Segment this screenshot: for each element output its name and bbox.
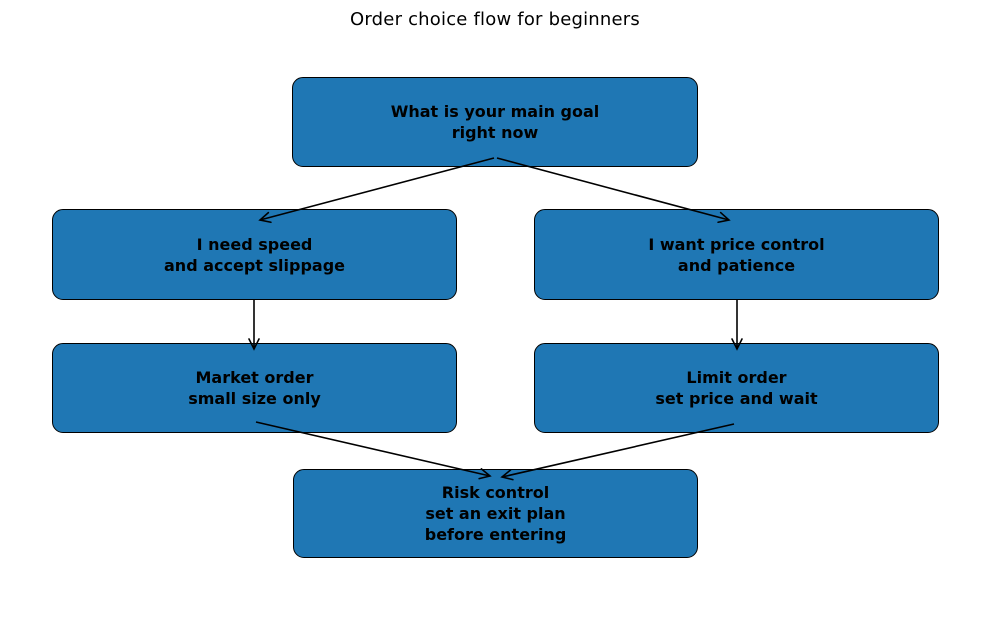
node-risk-control: Risk control set an exit plan before ent… bbox=[293, 469, 698, 558]
node-price-control-label: I want price control and patience bbox=[648, 234, 825, 275]
node-limit-order: Limit order set price and wait bbox=[534, 343, 939, 433]
node-need-speed: I need speed and accept slippage bbox=[52, 209, 457, 300]
node-market-order: Market order small size only bbox=[52, 343, 457, 433]
node-goal-label: What is your main goal right now bbox=[390, 102, 600, 142]
node-market-order-label: Market order small size only bbox=[188, 368, 321, 408]
node-risk-control-label: Risk control set an exit plan before ent… bbox=[424, 483, 567, 544]
node-need-speed-label: I need speed and accept slippage bbox=[164, 234, 345, 275]
page-title: Order choice flow for beginners bbox=[350, 9, 640, 30]
node-price-control: I want price control and patience bbox=[534, 209, 939, 300]
node-limit-order-label: Limit order set price and wait bbox=[655, 368, 818, 408]
node-goal: What is your main goal right now bbox=[292, 77, 698, 167]
